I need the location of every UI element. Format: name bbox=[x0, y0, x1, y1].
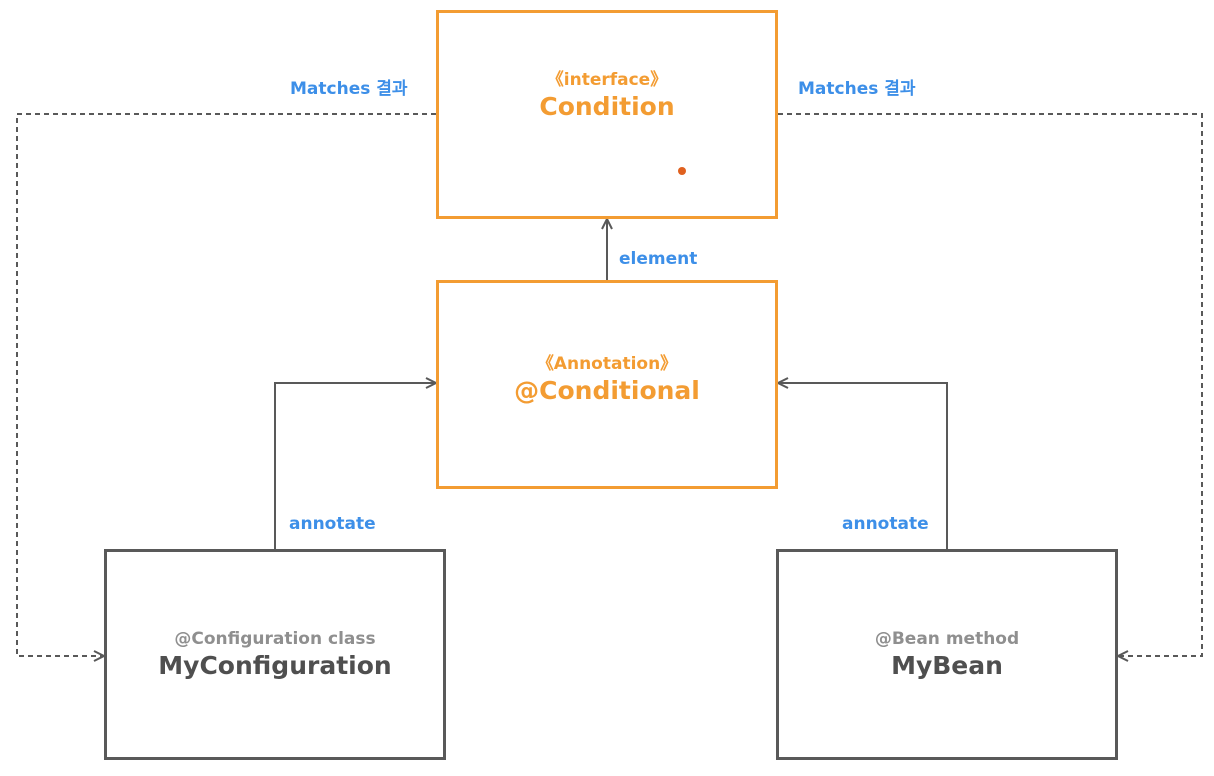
my-bean-title: MyBean bbox=[891, 650, 1003, 680]
condition-title: Condition bbox=[539, 91, 675, 121]
matches-connector-left bbox=[16, 113, 436, 656]
conditional-title: @Conditional bbox=[514, 375, 700, 405]
conditional-stereotype: 《Annotation》 bbox=[536, 353, 678, 374]
annotate-label-right: annotate bbox=[842, 514, 929, 534]
matches-connector-right bbox=[778, 113, 1203, 656]
matches-label-right: Matches 결과 bbox=[798, 79, 916, 99]
my-bean-stereotype: @Bean method bbox=[874, 628, 1020, 649]
annotate-connector-left bbox=[274, 383, 436, 550]
condition-node[interactable]: 《interface》 Condition bbox=[436, 10, 778, 219]
condition-stereotype: 《interface》 bbox=[546, 69, 668, 90]
my-configuration-node[interactable]: @Configuration class MyConfiguration bbox=[104, 549, 446, 760]
connection-point-dot bbox=[678, 167, 686, 175]
conditional-node[interactable]: 《Annotation》 @Conditional bbox=[436, 280, 778, 489]
my-bean-node[interactable]: @Bean method MyBean bbox=[776, 549, 1118, 760]
my-configuration-title: MyConfiguration bbox=[158, 650, 392, 680]
matches-label-left: Matches 결과 bbox=[290, 79, 408, 99]
my-configuration-stereotype: @Configuration class bbox=[174, 628, 376, 649]
annotate-label-left: annotate bbox=[289, 514, 376, 534]
annotate-connector-right bbox=[778, 383, 948, 550]
element-label: element bbox=[619, 249, 698, 269]
